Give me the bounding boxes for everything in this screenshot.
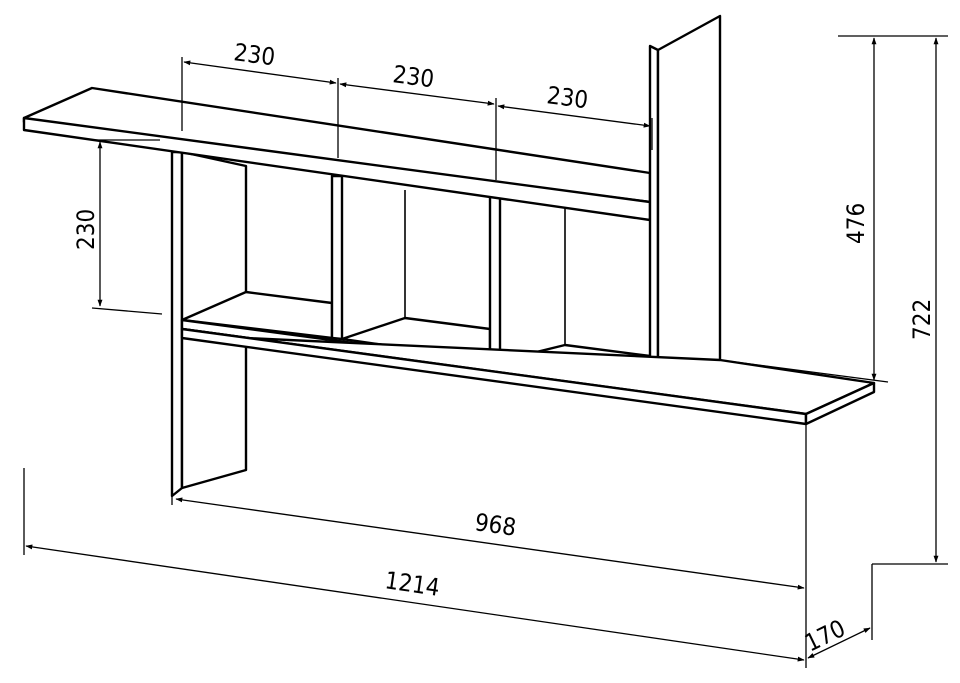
shelf-unit [22, 14, 876, 498]
extension-lines [23, 35, 948, 668]
dim-label-upright-height: 476 [842, 203, 870, 244]
dim-label-overall-width: 1214 [383, 566, 441, 602]
dimension-lines [25, 37, 939, 662]
divider-2 [488, 193, 502, 363]
dim-label-overall-height: 722 [908, 299, 936, 340]
dim-label-lower-shelf-length: 968 [473, 508, 518, 541]
dim-line-230-b [339, 82, 495, 106]
dim-label-compartment-width-2: 230 [391, 60, 436, 93]
right-upright-side [656, 14, 722, 390]
bottom-shelf-end [804, 381, 876, 426]
dim-label-compartment-width-3: 230 [545, 81, 590, 114]
dim-label-compartment-width-1: 230 [232, 38, 277, 71]
dim-label-depth: 170 [800, 614, 849, 657]
dim-line-170 [807, 627, 871, 659]
bottom-shelf-top [180, 327, 876, 416]
divider-1 [330, 174, 344, 341]
dim-label-compartment-height: 230 [72, 209, 100, 250]
left-leg-panel [170, 150, 184, 498]
dim-line-230-a [183, 60, 337, 85]
dim-line-1214 [25, 544, 805, 662]
dim-line-230-c [497, 104, 651, 128]
